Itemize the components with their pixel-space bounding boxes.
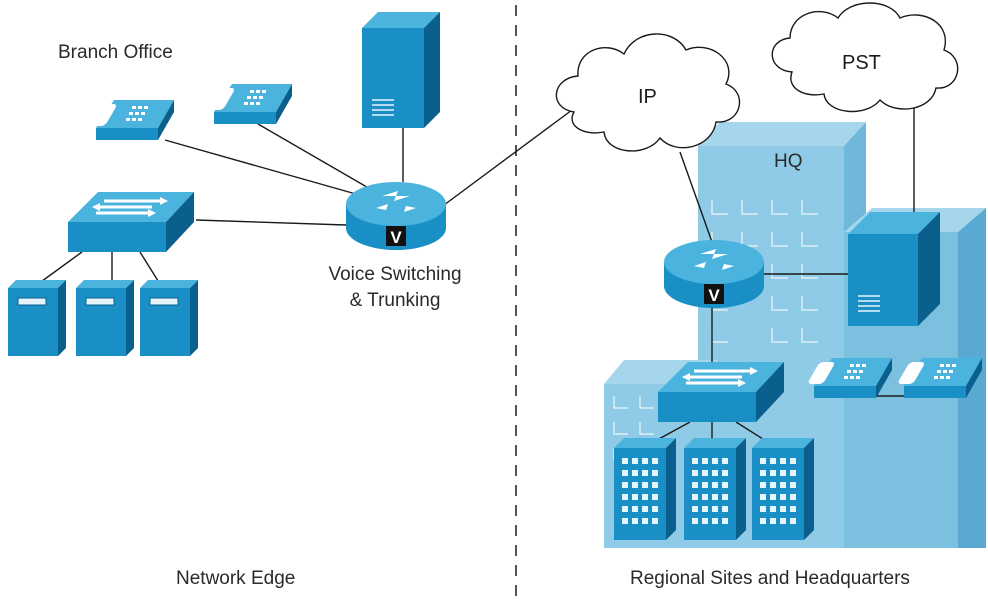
network-edge-label: Network Edge [176, 568, 296, 589]
branch-switch-icon [66, 190, 196, 254]
branch-phone-icon [88, 100, 174, 140]
svg-text:V: V [708, 286, 720, 305]
voice-switching-line2: & Trunking [349, 290, 441, 311]
cloud-ip [555, 33, 741, 152]
branch-phone-icon [206, 84, 292, 124]
cloud-pst-label: PST [842, 52, 881, 74]
voice-router-icon: V [346, 182, 446, 250]
cloud-ip-label: IP [638, 86, 657, 108]
branch-server-small-icon [75, 279, 135, 357]
hq-label: HQ [774, 151, 803, 172]
hq-server-icon [848, 212, 940, 326]
regional-site-icon [614, 438, 676, 540]
hq-phone-icon [896, 358, 982, 398]
regional-sites-label: Regional Sites and Headquarters [630, 568, 910, 589]
voice-switching-label: Voice Switching & Trunking [300, 262, 490, 314]
voice-switching-line1: Voice Switching [328, 264, 462, 285]
branch-server-small-icon [7, 279, 67, 357]
regional-site-icon [684, 438, 746, 540]
svg-text:V: V [390, 228, 402, 247]
hq-phone-icon [806, 358, 892, 398]
branch-office-label: Branch Office [58, 42, 173, 63]
branch-server-small-icon [139, 279, 199, 357]
branch-server-icon [362, 12, 440, 128]
connections [37, 96, 916, 447]
hq-router-icon: V [664, 240, 764, 308]
cloud-pst [771, 2, 959, 113]
regional-site-icon [752, 438, 814, 540]
